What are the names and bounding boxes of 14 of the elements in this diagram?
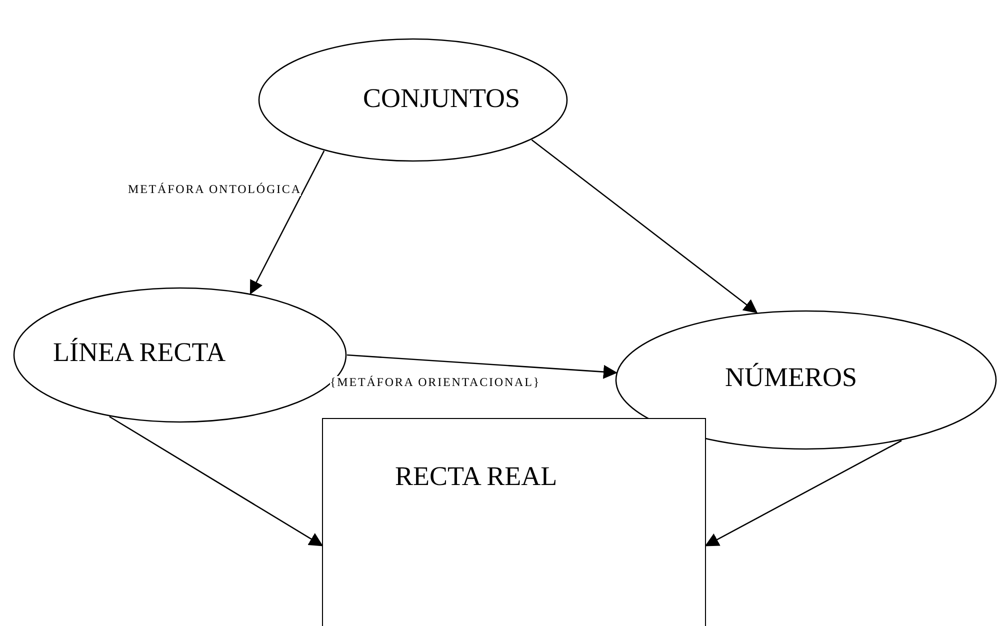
rectangle-node — [322, 418, 706, 626]
ellipse-node — [615, 310, 997, 450]
edge-label: {METÁFORA ORIENTACIONAL} — [330, 376, 540, 389]
arrow — [704, 440, 902, 546]
node-label: RECTA REAL — [395, 461, 558, 492]
arrow — [109, 416, 324, 546]
ellipse-node — [258, 38, 568, 162]
edge-label: METÁFORA ONTOLÓGICA — [128, 183, 302, 196]
node-label: NÚMEROS — [725, 362, 858, 393]
arrow — [531, 139, 758, 314]
node-label: CONJUNTOS — [363, 83, 520, 114]
arrow — [250, 150, 325, 295]
node-label: LÍNEA RECTA — [53, 337, 226, 368]
arrow — [346, 354, 618, 379]
